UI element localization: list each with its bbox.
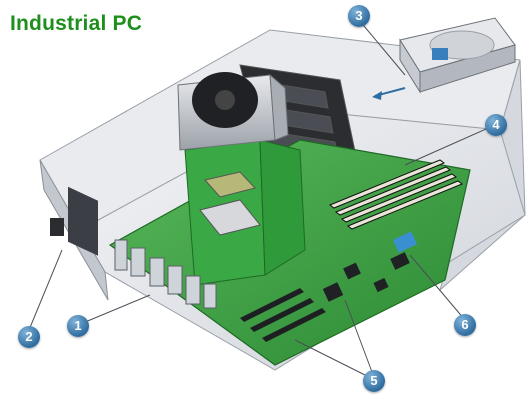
- riser-card-2: [259, 139, 306, 276]
- power-socket: [50, 218, 64, 236]
- callout-leaders: [28, 19, 496, 381]
- callout-1: 1: [67, 315, 89, 337]
- vent-grille: [68, 186, 98, 256]
- expansion-slots: [240, 288, 326, 342]
- io-panel: [114, 239, 217, 309]
- callout-5: 5: [363, 370, 385, 392]
- onboard-chips: [322, 252, 410, 302]
- callout-2: 2: [18, 326, 40, 348]
- callout-3: 3: [348, 5, 370, 27]
- battery: [392, 231, 418, 253]
- cpu-heatsink: [177, 72, 289, 151]
- page-title: Industrial PC: [10, 12, 143, 35]
- memory-slots: [328, 159, 464, 230]
- cpu-socket: [199, 199, 261, 236]
- hard-drive: [399, 17, 516, 94]
- callout-6: 6: [454, 314, 476, 336]
- cpu-chip: [204, 171, 256, 198]
- callout-4: 4: [485, 114, 507, 136]
